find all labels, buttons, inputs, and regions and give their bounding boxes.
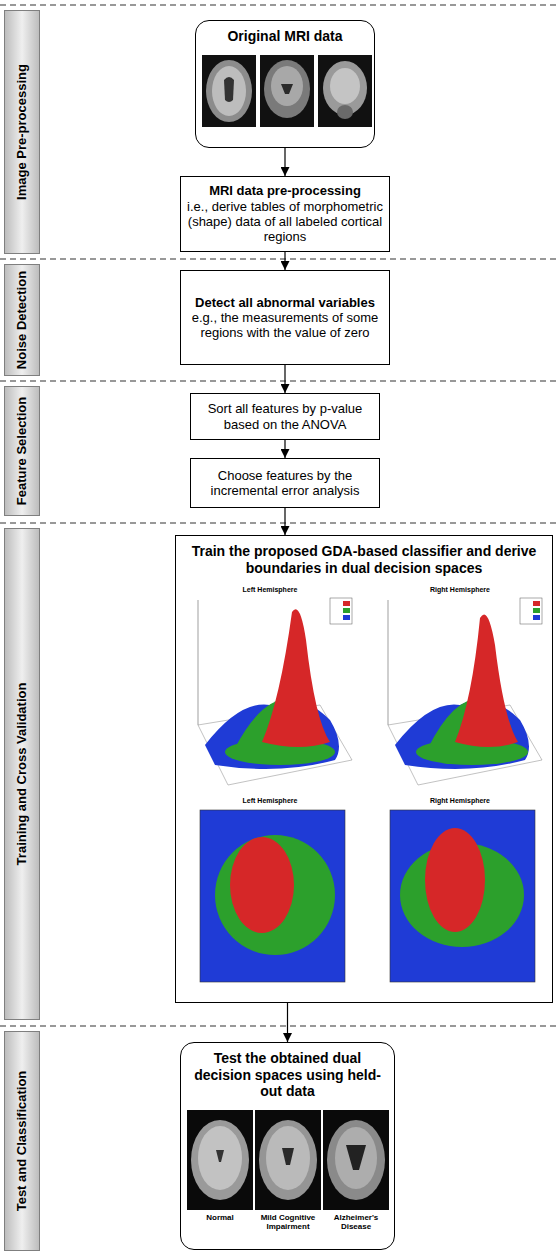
stage-band: Training and Cross Validation [4,528,40,1020]
coronal-mri-slices [187,1110,253,1210]
terminal-box: Original MRI data [195,20,375,148]
flow-arrow [284,508,285,535]
box-text: e.g., the measurements of some regions w… [187,310,383,341]
box-heading: Test the obtained dual decision spaces u… [189,1050,386,1100]
stage-band: Noise Detection [4,264,40,376]
box-heading: Original MRI data [204,28,366,45]
flow-arrow [284,365,285,393]
coronal-mri-slices [191,1120,249,1200]
plot-title: Right Hemisphere [375,797,545,805]
box-heading: Train the proposed GDA-based classifier … [184,543,544,576]
pdf-surface-plot [198,598,352,785]
pdf-surface-plot [388,598,542,785]
flow-arrow [284,440,285,458]
image-caption: Normal [187,1214,253,1223]
pdf-surface-plot [533,601,540,606]
process-box: Choose features by the incremental error… [190,458,380,508]
flow-arrow [287,1003,288,1042]
stage-band: Test and Classification [4,1031,40,1251]
box-text: Choose features by the incremental error… [197,468,373,499]
process-box: Train the proposed GDA-based classifier … [175,535,553,1003]
stage-separator [0,4,557,5]
decision-space-plot [200,810,345,982]
coronal-mri-slices [198,1126,242,1190]
mri-slices [202,55,256,127]
stage-separator [0,522,557,523]
mri-slices [318,55,372,127]
image-caption: Alzheimer's Disease [323,1214,389,1232]
box-text: i.e., derive tables of morphometric (sha… [187,199,383,245]
mri-slices [330,68,360,104]
coronal-mri-slices [216,1150,224,1162]
mri-slices [206,60,252,122]
process-box: MRI data pre-processingi.e., derive tabl… [180,176,390,252]
box-heading: Detect all abnormal variables [187,295,383,310]
coronal-mri-slices [266,1126,310,1190]
mri-slices [260,55,314,127]
pdf-surface-plot [343,615,350,620]
coronal-mri-slices [259,1120,317,1200]
pdf-surface-plot [198,600,199,725]
flow-arrow [284,148,285,176]
box-text: Sort all features by p-value based on th… [197,401,373,432]
stage-separator [0,1025,557,1026]
mri-slices [264,60,310,118]
decision-space-plot [425,828,485,932]
mri-slices [337,105,353,119]
coronal-mri-slices [323,1110,389,1210]
pdf-surface-plot [343,608,350,613]
plot-title: Left Hemisphere [185,797,355,805]
process-box: Sort all features by p-value based on th… [190,393,380,440]
stage-separator [0,380,557,381]
mri-slices [202,55,372,127]
pdf-surface-plot [533,608,540,613]
plot-title: Right Hemisphere [375,586,545,594]
pdf-surface-plot [455,614,518,747]
stage-label: Feature Selection [15,397,29,505]
decision-space-plot [230,837,294,933]
coronal-mri-slices [187,1110,389,1210]
mri-slices [271,66,303,106]
coronal-mri-slices [282,1148,294,1165]
stage-separator [0,258,557,259]
mri-slices [281,84,293,94]
pdf-surface-plot [388,600,389,725]
pdf-surface-plot [330,598,352,624]
stage-band: Feature Selection [4,386,40,516]
coronal-mri-slices [327,1120,385,1200]
stage-label: Test and Classification [15,1071,29,1212]
coronal-mri-slices [255,1110,321,1210]
pdf-surface-plot [262,609,330,747]
pdf-surface-plot [520,598,542,624]
stage-label: Noise Detection [15,271,29,369]
process-box: Detect all abnormal variablese.g., the m… [180,270,390,365]
mri-slices [224,77,234,102]
mri-slices [212,66,246,116]
image-caption: Mild Cognitive Impairment [255,1214,321,1232]
plot-title: Left Hemisphere [185,586,355,594]
stage-label: Image Pre-processing [15,64,29,200]
decision-space-plot [200,810,345,982]
pdf-surface-plot [533,615,540,620]
coronal-mri-slices [335,1127,377,1189]
decision-space-plot [390,810,535,982]
decision-space-plot [215,835,335,955]
box-heading: MRI data pre-processing [187,183,383,198]
decision-space-plot [390,810,535,982]
flow-arrow [284,252,285,270]
stage-band: Image Pre-processing [4,10,40,254]
coronal-mri-slices [346,1145,366,1170]
pdf-surface-plot [343,601,350,606]
stage-label: Training and Cross Validation [15,683,29,866]
stage-separator [0,5,557,1026]
